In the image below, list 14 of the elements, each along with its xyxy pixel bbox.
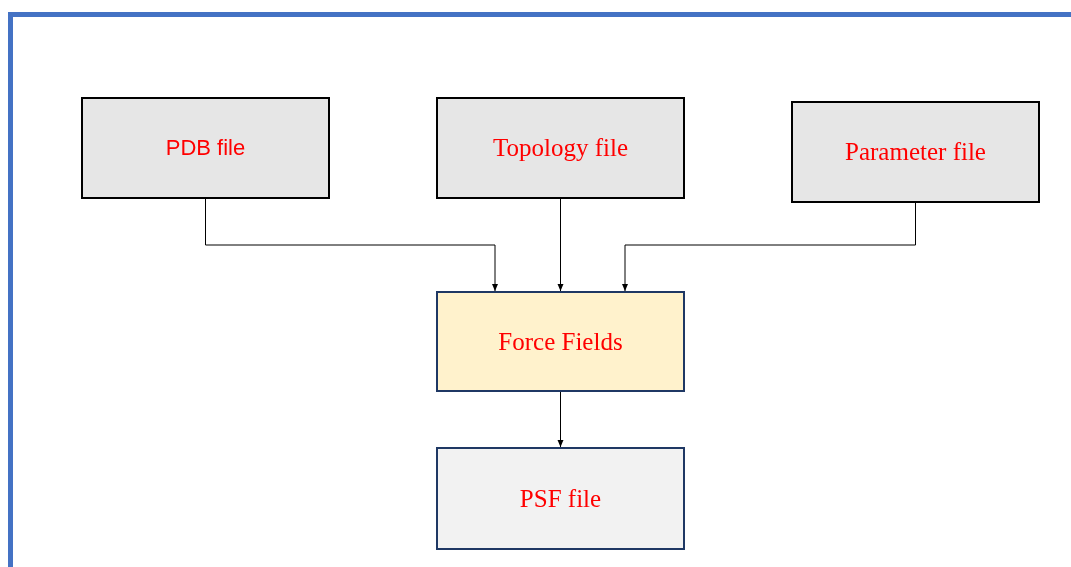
box-label: Topology file: [492, 134, 628, 162]
box-label: PSF file: [519, 484, 602, 513]
box-label: PDB file: [165, 135, 246, 161]
process-box: [436, 291, 685, 392]
arrow: [557, 391, 564, 448]
process-box: [436, 447, 685, 550]
process-box: [791, 101, 1040, 203]
arrow: [557, 198, 564, 292]
box-label: Parameter file: [845, 138, 986, 166]
arrow: [622, 202, 916, 292]
box-label: Force Fields: [498, 327, 623, 356]
arrow: [205, 198, 498, 292]
process-box: [81, 97, 330, 199]
process-box: [436, 97, 685, 199]
